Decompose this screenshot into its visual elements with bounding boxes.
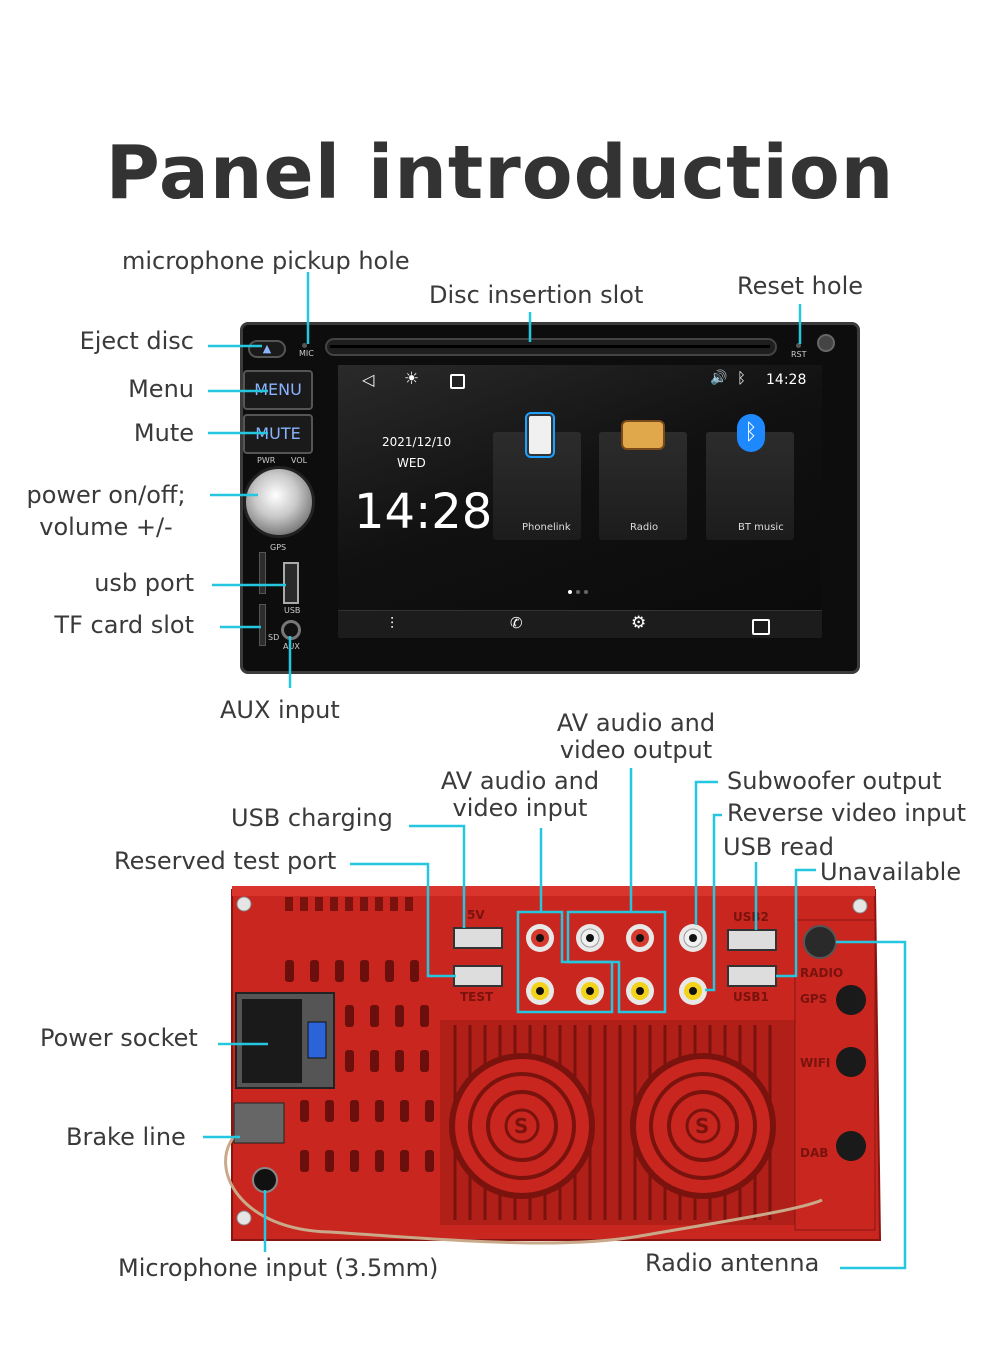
label-disc-insertion-slot: Disc insertion slot [429,281,644,309]
back-icon[interactable]: ◁ [362,370,375,389]
brightness-icon[interactable]: ☀ [404,369,420,389]
pwr-label: PWR [257,456,276,465]
mic-label: MIC [299,349,314,358]
fan-logo-left: S [514,1114,529,1138]
rear-port-usb1: USB1 [733,990,769,1004]
label-av-input-line1: AV audio and [440,767,600,795]
label-reverse-video: Reverse video input [727,799,967,827]
phone-call-icon[interactable]: ✆ [510,614,523,632]
usb-port[interactable] [283,562,299,604]
equalizer-icon[interactable]: ⫶ [390,614,395,633]
vol-label: VOL [291,456,308,465]
status-time: 14:28 [766,372,807,388]
gallery-icon[interactable] [752,619,770,635]
tf-card-slot[interactable] [259,552,266,594]
label-av-output-line1: AV audio and [556,709,716,737]
app-label-phonelink: Phonelink [522,522,571,533]
label-menu: Menu [128,375,194,403]
label-tf-card-slot: TF card slot [54,611,194,639]
label-usb-read: USB read [723,833,834,861]
label-subwoofer: Subwoofer output [727,767,942,795]
rear-port-test: TEST [460,990,494,1004]
eject-icon: ▲ [262,342,272,355]
label-unavailable: Unavailable [820,858,962,886]
phone-icon [527,414,553,456]
speaker-icon: 🔊 [710,370,728,386]
disc-slot-opening [330,345,770,348]
app-tile-radio[interactable] [599,432,687,540]
date-text: 2021/12/10 [382,435,452,449]
label-microphone-pickup-hole: microphone pickup hole [122,247,410,275]
sd-slot[interactable] [259,604,266,646]
label-power-line1: power on/off; [26,481,186,509]
page-indicator [568,590,592,594]
rear-port-dab: DAB [800,1146,829,1160]
label-aux-input: AUX input [220,696,340,724]
aux-label: AUX [283,642,300,651]
label-usb-charging: USB charging [231,804,393,832]
radio-icon [621,420,665,450]
label-eject-disc: Eject disc [79,327,194,355]
front-callouts [208,272,802,688]
label-reserved-test: Reserved test port [114,847,337,875]
fan-logo-right: S [695,1114,710,1138]
rst-label: RST [791,350,807,359]
weekday-text: WED [397,456,426,470]
label-microphone-input: Microphone input (3.5mm) [118,1254,439,1282]
label-power-socket: Power socket [40,1024,198,1052]
clock-text: 14:28 [354,484,493,540]
rear-unit-drawing [224,886,882,1245]
eject-button[interactable]: ▲ [248,340,286,358]
usb-label: USB [284,606,301,615]
bottom-dock [338,610,822,638]
label-usb-port: usb port [94,569,194,597]
rear-port-wifi: WIFI [800,1056,831,1070]
rear-port-5v: 5V [467,908,485,922]
label-av-output-line2: video output [559,736,713,764]
label-power-line2: volume +/- [39,513,173,541]
sd-label: SD [268,633,280,642]
bluetooth-status-icon: ᛒ [737,369,747,387]
label-brake-line: Brake line [66,1123,186,1151]
label-mute: Mute [133,419,194,447]
rear-port-usb2: USB2 [733,910,769,924]
home-icon[interactable] [450,374,465,389]
bluetooth-icon: ᛒ [737,414,765,452]
reset-hole [796,343,801,348]
gps-label: GPS [270,543,287,552]
label-reset-hole: Reset hole [737,272,863,300]
app-label-radio: Radio [630,522,659,533]
page-title: Panel introduction [105,130,895,216]
rear-port-radio: RADIO [800,966,844,980]
screw-icon [817,334,835,352]
app-label-bt-music: BT music [738,522,784,533]
mic-hole [302,343,307,348]
volume-knob[interactable] [243,466,315,538]
settings-icon[interactable]: ⚙ [631,613,647,633]
label-av-input-line2: video input [452,794,588,822]
rear-port-gps: GPS [800,992,828,1006]
label-radio-antenna: Radio antenna [645,1249,820,1277]
